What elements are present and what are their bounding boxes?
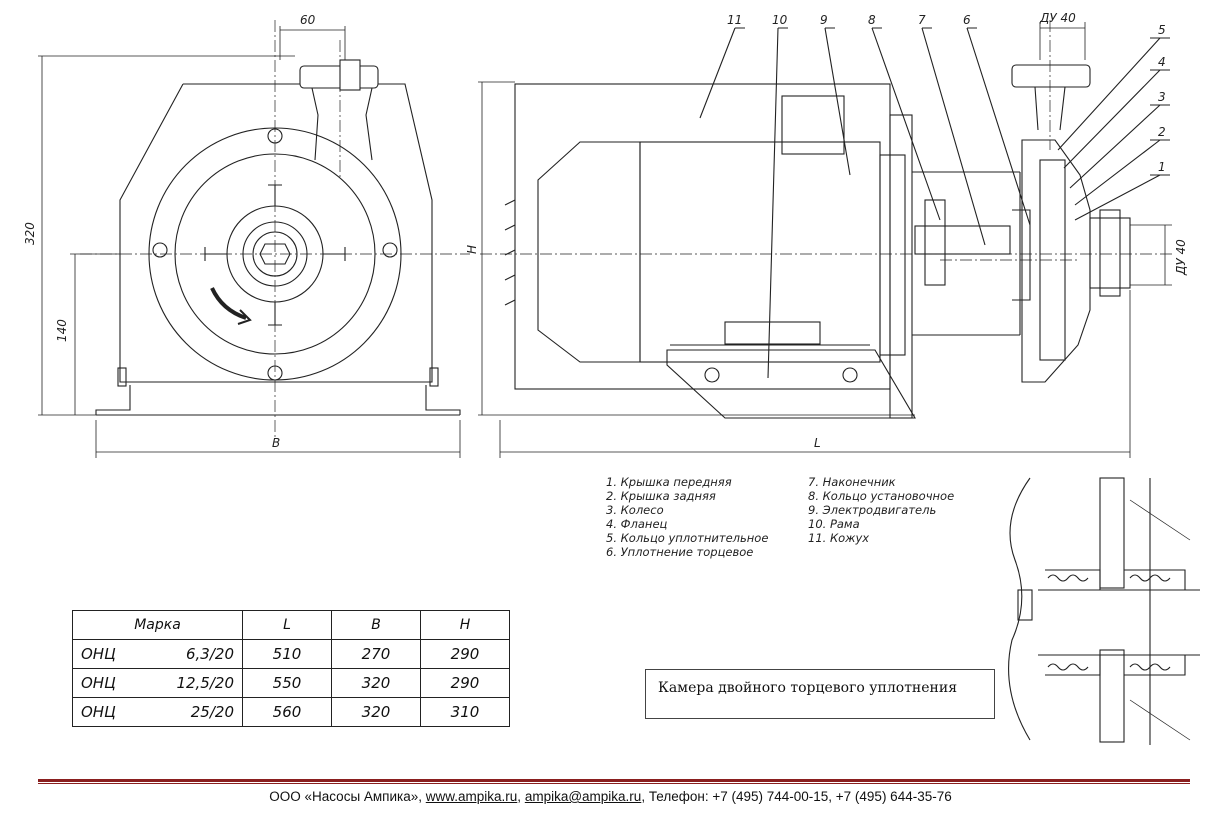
dim-width-base: B	[272, 436, 280, 450]
footer-email-link[interactable]: ampika@ampika.ru	[524, 789, 642, 804]
seal-detail	[1008, 477, 1200, 745]
footer-separator: ,	[517, 789, 525, 804]
footer: ООО «Насосы Ампика», www.ampika.ru, ampi…	[0, 789, 1221, 804]
model-prefix: ОНЦ	[81, 703, 116, 721]
seal-chamber-caption: Камера двойного торцевого уплотнения	[645, 669, 995, 719]
callout-8: 8	[868, 13, 876, 27]
cell-H: 290	[420, 639, 510, 669]
callout-5: 5	[1158, 23, 1166, 37]
model-prefix: ОНЦ	[81, 645, 116, 663]
legend-item: 1. Крышка передняя	[606, 475, 732, 489]
callout-4: 4	[1158, 55, 1166, 69]
parts-legend-col2: 7. Наконечник 8. Кольцо установочное 9. …	[808, 475, 954, 545]
cell-L: 550	[242, 668, 332, 698]
callout-6: 6	[963, 13, 971, 27]
footer-phones: , Телефон: +7 (495) 744-00-15, +7 (495) …	[641, 789, 952, 804]
header-B: B	[331, 610, 421, 640]
spec-table: Марка L B H ОНЦ 6,3/20 510 270 290 ОНЦ 12,…	[72, 610, 510, 727]
legend-item: 10. Рама	[808, 517, 860, 531]
side-view	[480, 20, 1175, 419]
side-dimensions	[478, 22, 1172, 458]
table-header-row: Марка L B H	[72, 610, 510, 640]
callout-11: 11	[727, 13, 742, 27]
callout-3: 3	[1158, 90, 1166, 104]
cell-B: 320	[331, 668, 421, 698]
legend-item: 11. Кожух	[808, 531, 870, 545]
front-view	[80, 20, 470, 440]
legend-item: 2. Крышка задняя	[606, 489, 716, 503]
cell-L: 560	[242, 697, 332, 727]
parts-legend-col1: 1. Крышка передняя 2. Крышка задняя 3. К…	[606, 475, 768, 559]
legend-item: 4. Фланец	[606, 517, 668, 531]
model-value: 6,3/20	[186, 645, 234, 663]
cell-model: ОНЦ 6,3/20	[72, 639, 243, 669]
header-model: Марка	[72, 610, 243, 640]
dim-height-total: 320	[23, 222, 37, 245]
cell-model: ОНЦ 12,5/20	[72, 668, 243, 698]
cell-H: 310	[420, 697, 510, 727]
footer-site-link[interactable]: www.ampika.ru	[425, 789, 518, 804]
legend-item: 6. Уплотнение торцевое	[606, 545, 754, 559]
dim-height-side: H	[465, 245, 479, 254]
legend-item: 5. Кольцо уплотнительное	[606, 531, 769, 545]
cell-H: 290	[420, 668, 510, 698]
callout-7: 7	[918, 13, 926, 27]
dim-dn-top: ДУ 40	[1039, 11, 1076, 25]
header-L: L	[242, 610, 332, 640]
table-row: ОНЦ 6,3/20 510 270 290	[72, 639, 510, 669]
dim-width-front: 60	[300, 13, 316, 27]
table-row: ОНЦ 25/20 560 320 310	[72, 697, 510, 727]
cell-model: ОНЦ 25/20	[72, 697, 243, 727]
cell-B: 320	[331, 697, 421, 727]
footer-rule-thin	[38, 783, 1190, 784]
callout-1: 1	[1158, 160, 1166, 174]
model-value: 25/20	[190, 703, 234, 721]
legend-item: 3. Колесо	[606, 503, 664, 517]
table-row: ОНЦ 12,5/20 550 320 290	[72, 668, 510, 698]
header-H: H	[420, 610, 510, 640]
model-value: 12,5/20	[176, 674, 234, 692]
callout-10: 10	[772, 13, 788, 27]
legend-item: 8. Кольцо установочное	[808, 489, 955, 503]
callout-2: 2	[1158, 125, 1166, 139]
technical-drawing: 60 320 140 B H L ДУ 40 ДУ 40 11 10 9 8 7…	[23, 11, 1200, 745]
cell-L: 510	[242, 639, 332, 669]
dim-height-axis: 140	[55, 319, 69, 342]
footer-rule	[38, 779, 1190, 782]
dim-length-side: L	[814, 436, 821, 450]
callout-9: 9	[820, 13, 828, 27]
footer-company: ООО «Насосы Ампика»,	[269, 789, 426, 804]
model-prefix: ОНЦ	[81, 674, 116, 692]
cell-B: 270	[331, 639, 421, 669]
legend-item: 7. Наконечник	[808, 475, 896, 489]
front-dimensions	[38, 26, 461, 458]
legend-item: 9. Электродвигатель	[808, 503, 937, 517]
dim-dn-side: ДУ 40	[1174, 239, 1188, 276]
